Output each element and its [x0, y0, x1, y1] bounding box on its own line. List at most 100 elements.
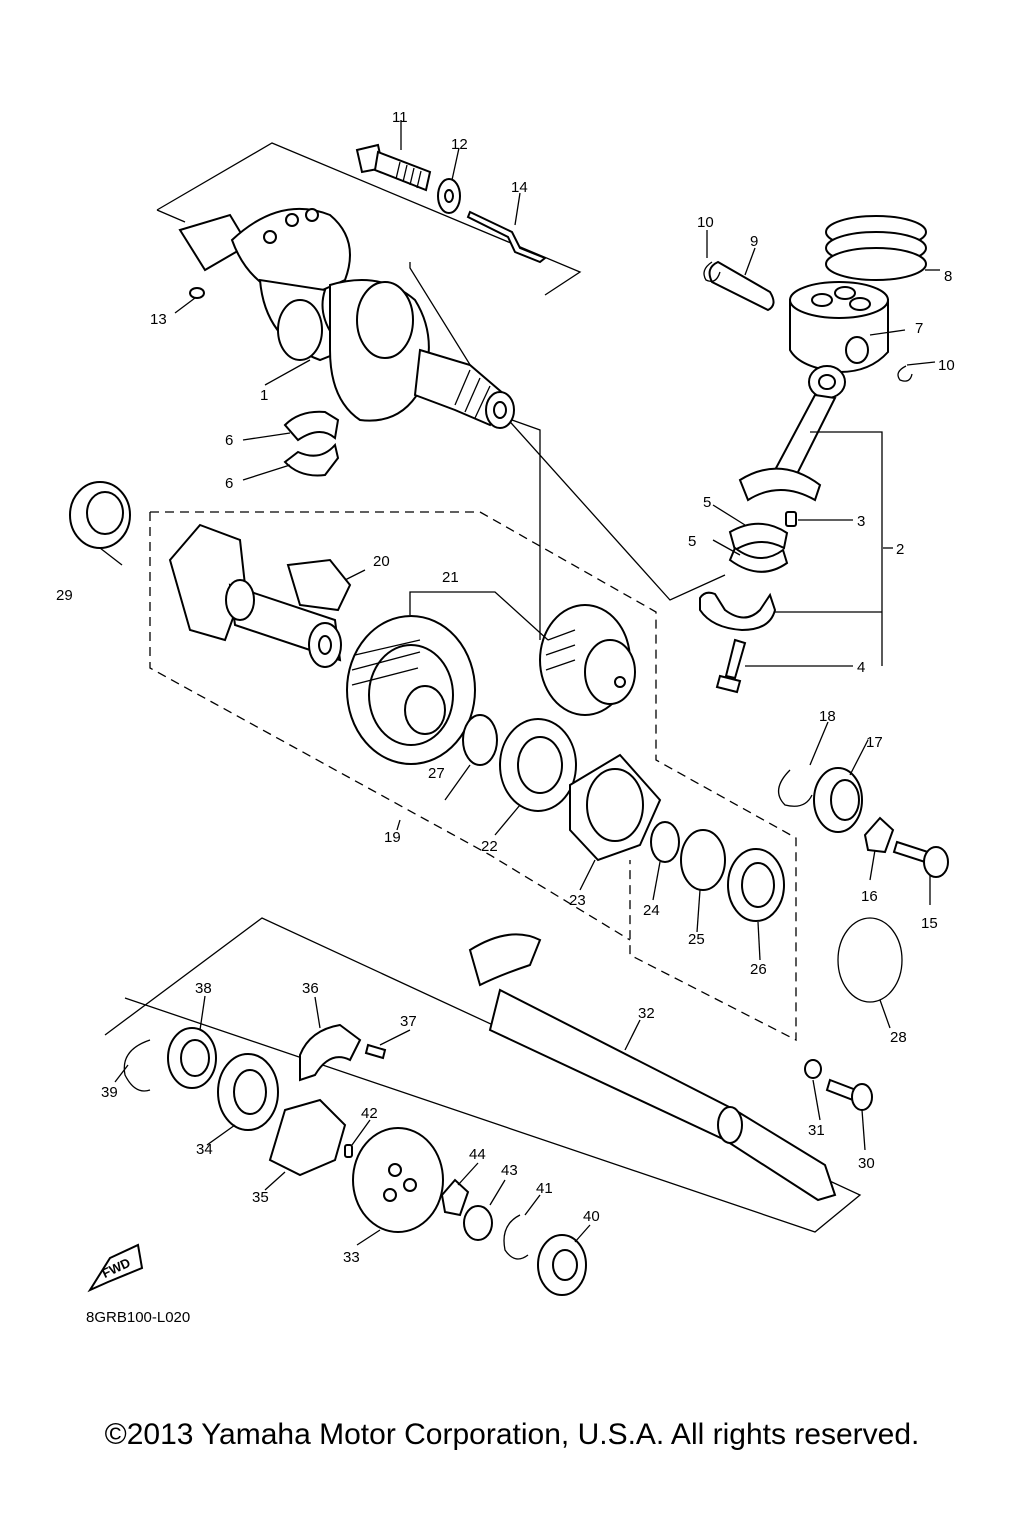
bearing-40	[537, 1234, 587, 1296]
bearing-22	[499, 718, 577, 812]
piston-rings	[825, 215, 927, 281]
callout-5a: 5	[703, 494, 711, 511]
callout-15: 15	[921, 915, 938, 932]
conrod-bolt	[724, 638, 747, 680]
balancer-shaft-32	[468, 933, 837, 1202]
callout-14: 14	[511, 179, 528, 196]
clutch-group-outline	[150, 511, 797, 1042]
callout-12: 12	[451, 136, 468, 153]
washer-31	[804, 1059, 822, 1079]
connecting-rod	[738, 365, 846, 502]
bearing-housing-23	[569, 753, 662, 862]
callout-10b: 10	[938, 357, 955, 374]
needle-bearing-17	[813, 767, 863, 833]
callout-3: 3	[857, 513, 865, 530]
balancer-gear	[539, 604, 636, 716]
circlip-39	[123, 1039, 151, 1092]
clutch-group-outline-lower	[149, 512, 631, 941]
callout-20: 20	[373, 553, 390, 570]
forward-arrow-icon	[87, 1243, 144, 1293]
conrod-cap	[699, 591, 777, 632]
callout-9: 9	[750, 233, 758, 250]
conrod-bearing-lower	[728, 546, 789, 573]
bolt-30	[825, 1078, 873, 1111]
dowel-pin	[785, 511, 797, 527]
callout-38: 38	[195, 980, 212, 997]
callout-32: 32	[638, 1005, 655, 1022]
washer	[437, 178, 461, 214]
callout-27: 27	[428, 765, 445, 782]
callout-29: 29	[56, 587, 73, 604]
callout-1: 1	[260, 387, 268, 404]
callout-31: 31	[808, 1122, 825, 1139]
callout-39: 39	[101, 1084, 118, 1101]
retainer-36	[299, 1023, 362, 1082]
lock-washer-44	[440, 1178, 470, 1217]
circlip-left	[703, 261, 721, 283]
callout-16: 16	[861, 888, 878, 905]
callout-35: 35	[252, 1189, 269, 1206]
callout-5b: 5	[688, 533, 696, 550]
bearing-34	[217, 1053, 279, 1131]
oil-seal-26	[727, 848, 785, 922]
callout-21: 21	[442, 569, 459, 586]
callout-24: 24	[643, 902, 660, 919]
wire-pin	[466, 210, 547, 264]
crankshaft	[178, 207, 515, 429]
circlip-right	[897, 365, 913, 382]
clutch-housing	[346, 615, 476, 765]
callout-2: 2	[896, 541, 904, 558]
callout-6a: 6	[225, 432, 233, 449]
piston	[789, 281, 889, 374]
screw-37	[364, 1043, 387, 1060]
copyright-notice: ©2013 Yamaha Motor Corporation, U.S.A. A…	[104, 1418, 920, 1451]
balancer-guide-line	[511, 419, 541, 640]
woodruff-key	[189, 287, 205, 299]
callout-37: 37	[400, 1013, 417, 1030]
conrod-bolt-head	[715, 674, 742, 694]
diagram-code: 8GRB100-L020	[86, 1309, 191, 1326]
o-ring-24	[650, 821, 680, 863]
conrod-bearing-upper	[728, 522, 789, 552]
callout-25: 25	[688, 931, 705, 948]
callout-44: 44	[469, 1146, 486, 1163]
callout-41: 41	[536, 1180, 553, 1197]
callout-labels: 1 2 3 4 5 5 6 6 7 8 9 10 10 11 12 13 14 …	[56, 109, 955, 1266]
callout-6b: 6	[225, 475, 233, 492]
callout-36: 36	[302, 980, 319, 997]
o-ring-27	[462, 714, 498, 766]
o-ring-28	[837, 917, 903, 1003]
circlip-41	[503, 1214, 529, 1260]
callout-40: 40	[583, 1208, 600, 1225]
crank-bearing-upper	[283, 410, 340, 442]
damper-block	[286, 558, 352, 612]
callout-18: 18	[819, 708, 836, 725]
callout-42: 42	[361, 1105, 378, 1122]
conrod-guide-line	[409, 262, 726, 601]
callout-30: 30	[858, 1155, 875, 1172]
callout-26: 26	[750, 961, 767, 978]
key-42	[344, 1144, 353, 1158]
callout-33: 33	[343, 1249, 360, 1266]
callout-10a: 10	[697, 214, 714, 231]
callout-7: 7	[915, 320, 923, 337]
callout-4: 4	[857, 659, 865, 676]
callout-11: 11	[392, 109, 408, 126]
callout-leaders	[99, 120, 940, 1246]
collar-25	[680, 829, 726, 891]
callout-8: 8	[944, 268, 952, 285]
callout-17: 17	[866, 734, 883, 751]
callout-28: 28	[890, 1029, 907, 1046]
bolt-15	[892, 840, 949, 878]
nut-43	[463, 1205, 493, 1241]
crank-bolt	[355, 143, 432, 192]
callout-19: 19	[384, 829, 401, 846]
balancer-gear-33	[352, 1127, 444, 1233]
shaft-group-outline	[104, 917, 862, 1233]
needle-bearing-38	[167, 1027, 217, 1089]
piston-pin	[708, 260, 775, 312]
callout-43: 43	[501, 1162, 518, 1179]
circlip-18	[778, 769, 813, 807]
lock-washer-16	[863, 816, 895, 854]
